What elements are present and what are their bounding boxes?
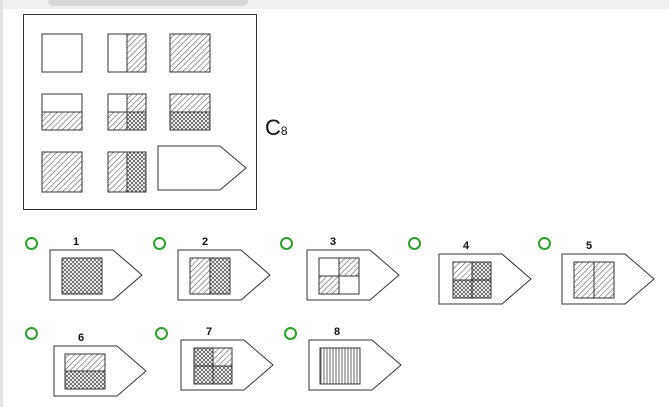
cell-r1c3	[169, 33, 211, 73]
cell-r2c3	[169, 93, 211, 131]
option-8-radio[interactable]	[284, 327, 297, 340]
cell-r2c2	[107, 93, 147, 131]
option-5-figure[interactable]	[561, 250, 657, 310]
option-4-number: 4	[463, 240, 470, 252]
option-7-figure[interactable]	[180, 336, 276, 396]
option-2-radio[interactable]	[153, 237, 166, 250]
option-5-radio[interactable]	[538, 237, 551, 250]
option-7-radio[interactable]	[155, 327, 168, 340]
puzzle-id: C8	[265, 115, 288, 140]
cell-r3c3-missing	[157, 145, 247, 191]
option-3-number: 3	[330, 236, 337, 248]
option-1-radio[interactable]	[25, 237, 38, 250]
cell-r3c2	[107, 151, 147, 193]
option-5-number: 5	[586, 240, 593, 252]
top-bar-tab	[48, 0, 248, 6]
left-edge	[0, 0, 3, 407]
option-3-radio[interactable]	[280, 237, 293, 250]
option-4-figure[interactable]	[438, 250, 534, 310]
top-bar	[0, 0, 669, 9]
option-8-number: 8	[334, 326, 341, 338]
option-1-number: 1	[73, 236, 80, 248]
option-7-number: 7	[206, 326, 213, 338]
option-6-radio[interactable]	[25, 327, 38, 340]
option-3-figure[interactable]	[306, 246, 402, 306]
cell-r1c1	[41, 33, 83, 73]
option-4-radio[interactable]	[408, 237, 421, 250]
option-8-figure[interactable]	[308, 336, 404, 396]
cell-r3c1	[41, 151, 83, 193]
option-1-figure[interactable]	[49, 246, 145, 306]
cell-r2c1	[41, 93, 83, 131]
cell-r1c2	[107, 33, 147, 73]
option-2-figure[interactable]	[177, 246, 273, 306]
puzzle-matrix	[23, 14, 257, 210]
option-6-number: 6	[78, 332, 85, 344]
option-6-figure[interactable]	[53, 342, 149, 402]
option-2-number: 2	[202, 236, 209, 248]
puzzle-matrix-figures	[41, 33, 247, 193]
